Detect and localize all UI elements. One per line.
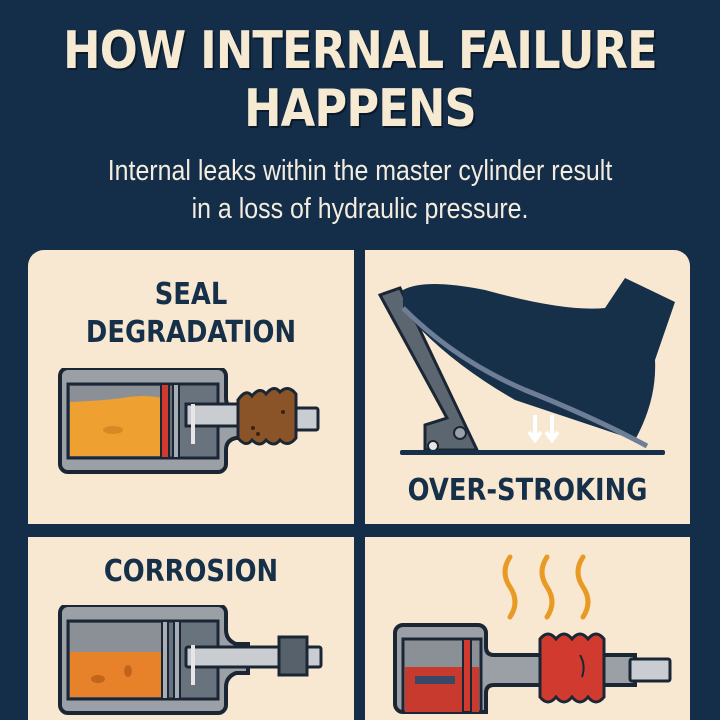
panel-label: SEAL DEGRADATION [51, 276, 331, 352]
master-cylinder-degraded-seal-icon [58, 368, 320, 474]
title-line-2: HAPPENS [244, 79, 477, 139]
panel-label: CORROSION [103, 554, 279, 589]
title-line-1: HOW INTERNAL FAILURE [63, 21, 658, 81]
label-line-2: DEGRADATION [85, 315, 297, 350]
label-line-1: SEAL [154, 277, 228, 312]
page-title: HOW INTERNAL FAILURE HAPPENS [50, 22, 669, 138]
corroded-master-cylinder-icon [58, 605, 323, 715]
overheated-master-cylinder-icon [393, 554, 672, 714]
panel-seal-degradation: SEAL DEGRADATION [28, 250, 354, 524]
subtitle-line-1: Internal leaks within the master cylinde… [107, 155, 613, 187]
subtitle-line-2: in a loss of hydraulic pressure. [191, 193, 529, 225]
failure-modes-grid: SEAL DEGRADATION OVER- [28, 250, 690, 720]
subtitle: Internal leaks within the master cylinde… [50, 152, 669, 228]
panel-over-stroking: OVER-STROKING [365, 250, 690, 524]
panel-label: OVER-STROKING [407, 473, 648, 508]
foot-on-brake-pedal-icon [377, 278, 675, 455]
panel-overheating [365, 537, 690, 720]
panel-corrosion: CORROSION [28, 537, 354, 720]
